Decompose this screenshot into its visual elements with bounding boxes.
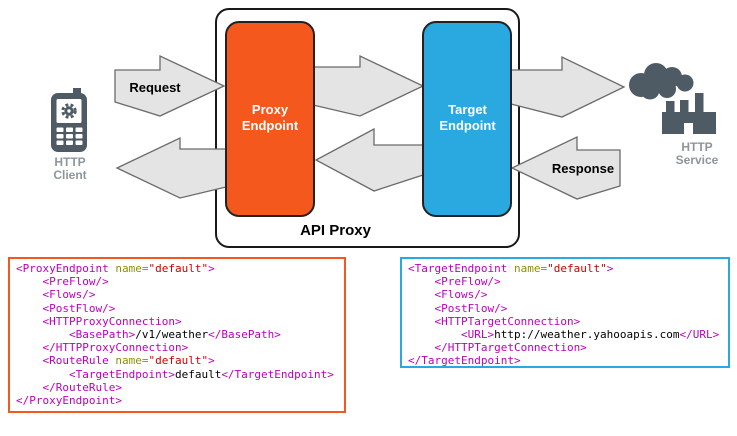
code-line: <PreFlow/> — [408, 275, 501, 289]
http-client-caption-line2: Client — [53, 168, 87, 182]
target-endpoint-label: Target Endpoint — [422, 102, 513, 134]
code-line: </HTTPTargetConnection> — [408, 341, 587, 355]
code-line: </TargetEndpoint> — [408, 354, 521, 368]
code-line: </ProxyEndpoint> — [16, 394, 122, 408]
code-line: </HTTPProxyConnection> — [16, 341, 189, 355]
code-line: <PreFlow/> — [16, 275, 109, 289]
target-endpoint-box — [422, 21, 512, 217]
request-arrow — [114, 54, 226, 117]
code-line: <Flows/> — [408, 288, 488, 302]
proxy-endpoint-label-line2: Endpoint — [241, 118, 299, 133]
response-label: Response — [551, 161, 615, 176]
code-line: <RouteRule name="default"> — [16, 354, 215, 368]
mobile-phone-icon — [51, 88, 87, 152]
http-service-caption: HTTP Service — [658, 141, 736, 167]
phone-keypad — [56, 127, 83, 145]
http-client-caption-line1: HTTP — [54, 155, 86, 169]
proxy-endpoint-label-line1: Proxy — [251, 102, 289, 117]
target-endpoint-label-line2: Endpoint — [439, 118, 496, 133]
code-line: <TargetEndpoint name="default"> — [408, 262, 614, 275]
code-line: <BasePath>/v1/weather</BasePath> — [16, 328, 281, 342]
response-arrow — [510, 135, 621, 200]
target-to-proxy-arrow — [314, 127, 424, 192]
proxy-to-target-arrow — [312, 54, 425, 117]
code-line: <HTTPProxyConnection> — [16, 314, 182, 328]
proxy-endpoint-box — [225, 21, 315, 217]
code-line: <ProxyEndpoint name="default"> — [16, 262, 215, 275]
code-line: <PostFlow/> — [16, 301, 116, 315]
http-client-caption: HTTP Client — [38, 156, 102, 182]
code-line: </RouteRule> — [16, 380, 122, 394]
code-line: <PostFlow/> — [408, 301, 508, 315]
proxy-to-client-arrow — [115, 136, 227, 199]
code-line: <Flows/> — [16, 288, 96, 302]
target-endpoint-xml-code: <TargetEndpoint name="default"> <PreFlow… — [400, 257, 730, 368]
code-line: <TargetEndpoint>default</TargetEndpoint> — [16, 367, 334, 381]
request-label: Request — [129, 80, 181, 95]
diagram-graphics — [51, 54, 716, 200]
proxy-endpoint-label: Proxy Endpoint — [225, 102, 315, 134]
api-proxy-label: API Proxy — [300, 222, 371, 239]
factory-cloud-icon — [629, 63, 716, 134]
code-line: <HTTPTargetConnection> — [408, 314, 581, 328]
target-endpoint-label-line1: Target — [448, 102, 487, 117]
code-line: <URL>http://weather.yahooapis.com</URL> — [408, 328, 720, 342]
http-service-caption-line2: Service — [675, 153, 719, 167]
proxy-endpoint-xml-code: <ProxyEndpoint name="default"> <PreFlow/… — [8, 257, 346, 413]
target-to-service-arrow — [510, 55, 626, 118]
http-service-caption-line1: HTTP — [681, 140, 713, 154]
